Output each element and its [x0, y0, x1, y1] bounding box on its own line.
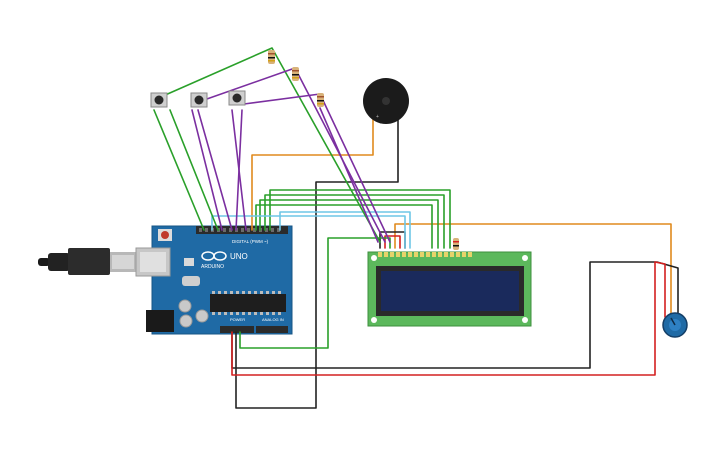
- wire-purple-1[interactable]: [191, 109, 223, 231]
- wire-green-lcd-d3[interactable]: [259, 199, 439, 249]
- wire-red-pot[interactable]: [231, 261, 666, 376]
- wire-green-button-2[interactable]: [162, 47, 381, 243]
- analog-header-label: ANALOG IN: [262, 317, 284, 322]
- wire-green-button-1[interactable]: [153, 109, 205, 231]
- wire-purple-4[interactable]: [235, 109, 243, 231]
- arduino-logo-icon: [201, 251, 227, 261]
- wire-green-lcd-d1[interactable]: [269, 189, 451, 249]
- arduino-uno-board[interactable]: DIGITAL (PWM ~) ARDUINO UNO: [135, 225, 293, 335]
- resistor-2[interactable]: [292, 67, 299, 81]
- wire-cyan-lcd-en[interactable]: [211, 215, 406, 249]
- power-header-label: POWER: [230, 317, 245, 322]
- wire-black-buzzer[interactable]: [235, 109, 399, 409]
- wire-orange-buzzer[interactable]: [251, 111, 374, 231]
- piezo-buzzer[interactable]: +: [363, 78, 409, 124]
- wire-purple-2[interactable]: [197, 109, 233, 231]
- wire-green-lcd-power[interactable]: [239, 237, 391, 349]
- digital-header-label: DIGITAL (PWM ~): [232, 239, 269, 244]
- wire-purple-7[interactable]: [319, 107, 379, 243]
- lcd-screen: [381, 271, 519, 311]
- wire-green-button-3[interactable]: [169, 109, 219, 231]
- arduino-model-text: UNO: [230, 252, 248, 261]
- wire-green-lcd-d4[interactable]: [255, 204, 433, 249]
- resistor-lcd[interactable]: [453, 238, 459, 250]
- atmega-chip: [210, 294, 286, 312]
- svg-text:+: +: [376, 114, 379, 120]
- usb-cable[interactable]: [38, 248, 136, 275]
- potentiometer[interactable]: [662, 312, 688, 338]
- wire-cyan-lcd-rs[interactable]: [279, 211, 411, 249]
- pushbutton-1[interactable]: [150, 92, 168, 108]
- pushbutton-3[interactable]: [228, 90, 246, 106]
- resistor-3[interactable]: [317, 93, 324, 107]
- arduino-logo-text: ARDUINO: [201, 264, 224, 270]
- pushbutton-2[interactable]: [190, 92, 208, 108]
- resistor-1[interactable]: [268, 50, 275, 64]
- lcd-16x2[interactable]: [367, 251, 532, 327]
